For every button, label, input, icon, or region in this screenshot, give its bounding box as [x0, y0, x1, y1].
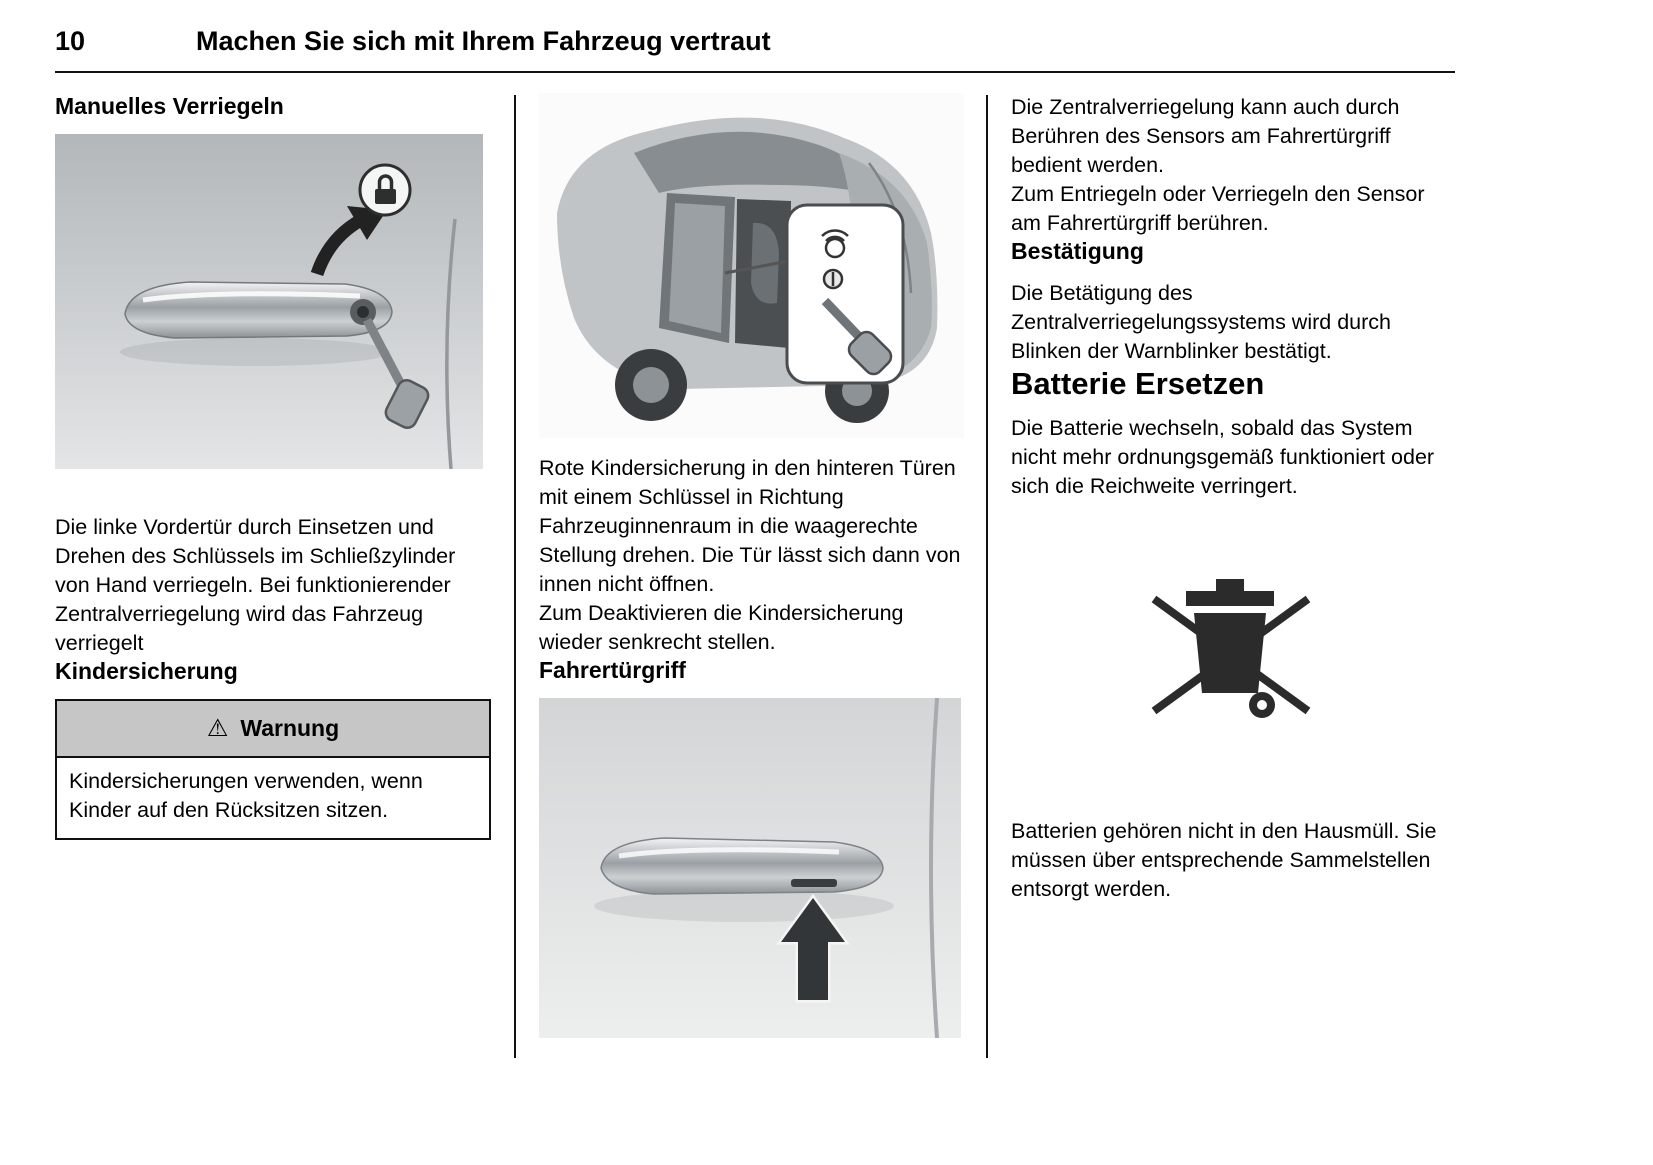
- up-arrow-icon: [776, 893, 850, 1003]
- paragraph-disposal: Batterien gehören nicht in den Hausmüll.…: [1011, 819, 1437, 901]
- paragraph-manual-locking: Die linke Vordertür durch Einsetzen und …: [55, 515, 456, 655]
- wheeled-bin: [1186, 579, 1275, 718]
- door-seam-line: [929, 697, 939, 1039]
- warning-title: Warnung: [240, 715, 340, 741]
- warning-box: ⚠ Warnung Kindersicherungen verwenden, we…: [55, 699, 491, 840]
- warning-header: ⚠ Warnung: [57, 701, 489, 758]
- lock-icon: [358, 163, 412, 217]
- paragraph-battery: Die Batterie wechseln, sobald das System…: [1011, 416, 1435, 498]
- column-divider-left: [514, 95, 516, 1058]
- paragraph-confirmation: Die Betätigung des Zentralverriegelungss…: [1011, 281, 1391, 363]
- heading-manuelles-verriegeln: Manuelles Verriegeln: [55, 93, 284, 119]
- paragraph-child-lock-2: Zum Deaktivieren die Kindersicherung wie…: [539, 601, 904, 654]
- open-rear-door: [659, 193, 735, 343]
- key-icon: [363, 317, 430, 430]
- handle-shadow: [120, 338, 390, 366]
- heading-fahrertuergriff: Fahrertürgriff: [539, 657, 686, 683]
- child-lock-detail-inset: [785, 203, 905, 385]
- rear-seat: [751, 222, 779, 304]
- door-edge-line: [445, 218, 457, 470]
- heading-batterie-ersetzen: Batterie Ersetzen: [1011, 366, 1265, 401]
- heading-kindersicherung: Kindersicherung: [55, 658, 238, 684]
- page-header: 10 Machen Sie sich mit Ihrem Fahrzeug ve…: [55, 26, 1455, 73]
- child-lock-sensor-icon: [821, 229, 849, 259]
- door-handle-shape: [600, 837, 884, 895]
- key-icon: [821, 297, 893, 376]
- column-divider-right: [986, 95, 988, 1058]
- warning-body: Kindersicherungen verwenden, wenn Kinder…: [57, 758, 489, 838]
- driver-door-handle-illustration: [539, 697, 963, 1039]
- paragraph-central-locking-1: Die Zentralverriegelung kann auch durch …: [1011, 95, 1400, 177]
- page-number: 10: [55, 26, 86, 56]
- column-left: Manuelles Verriegeln: [55, 93, 491, 840]
- handle-shadow: [594, 890, 894, 922]
- door-handle-shape: [124, 281, 393, 339]
- three-column-layout: Manuelles Verriegeln: [55, 93, 1455, 1058]
- heading-bestaetigung: Bestätigung: [1011, 238, 1144, 264]
- paragraph-central-locking-2: Zum Entriegeln oder Verriegeln den Senso…: [1011, 182, 1425, 235]
- crossed-out-bin-icon: [1151, 579, 1311, 718]
- warning-text: Kindersicherungen verwenden, wenn Kinder…: [69, 769, 423, 822]
- manual-locking-illustration: [55, 134, 491, 470]
- child-lock-illustration: [539, 93, 964, 438]
- callout-leader-line: [724, 259, 790, 275]
- cross-out-lines: [1151, 595, 1311, 715]
- lock-cylinder: [350, 299, 376, 325]
- warning-icon: ⚠: [206, 715, 229, 742]
- child-lock-cylinder-icon: [822, 268, 844, 290]
- page-title: Machen Sie sich mit Ihrem Fahrzeug vertr…: [196, 26, 771, 56]
- paragraph-child-lock-1: Rote Kindersicherung in den hinteren Tür…: [539, 456, 961, 596]
- column-right: Die Zentralverriegelung kann auch durch …: [1011, 93, 1451, 904]
- weee-symbol-wrapper: [1011, 573, 1451, 733]
- column-middle: Rote Kindersicherung in den hinteren Tür…: [539, 93, 964, 1039]
- handle-sensor-slot: [791, 879, 837, 887]
